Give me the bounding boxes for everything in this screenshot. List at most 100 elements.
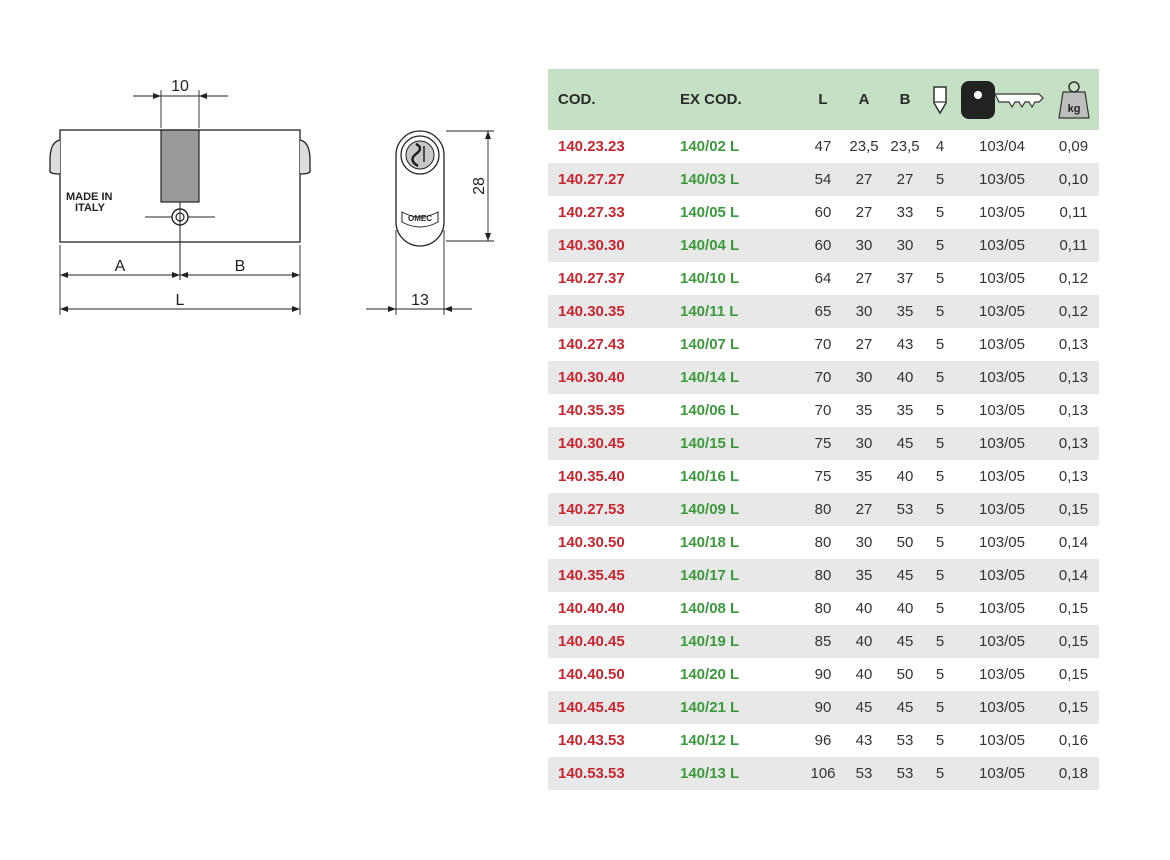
- cell-key: 103/05: [979, 567, 1025, 584]
- cell-ex-cod: 140/15 L: [680, 435, 740, 452]
- cell-cod: 140.40.40: [558, 600, 625, 617]
- cell-weight: 0,15: [1058, 600, 1089, 617]
- cell-b: 53: [896, 501, 914, 518]
- cell-key: 103/05: [979, 600, 1025, 617]
- cylinder-pin-icon: [933, 85, 947, 114]
- cell-a: 30: [855, 369, 873, 386]
- cell-weight: 0,13: [1058, 435, 1089, 452]
- cell-pins: 5: [935, 501, 945, 518]
- table-header-row: COD. EX COD. L A B: [548, 69, 1099, 130]
- cell-weight: 0,09: [1058, 138, 1089, 155]
- header-weight: kg: [1048, 69, 1099, 130]
- cell-b: 45: [896, 633, 914, 650]
- cell-weight: 0,15: [1058, 699, 1089, 716]
- cell-cod: 140.27.37: [558, 270, 625, 287]
- cell-weight: 0,15: [1058, 666, 1089, 683]
- cell-ex-cod: 140/05 L: [680, 204, 740, 221]
- cell-ex-cod: 140/12 L: [680, 732, 740, 749]
- cell-key: 103/05: [979, 237, 1025, 254]
- cell-l: 70: [814, 402, 832, 419]
- cell-key: 103/05: [979, 270, 1025, 287]
- cell-key: 103/05: [979, 765, 1025, 782]
- cell-ex-cod: 140/07 L: [680, 336, 740, 353]
- cell-cod: 140.53.53: [558, 765, 625, 782]
- cell-l: 96: [814, 732, 832, 749]
- cell-a: 27: [855, 501, 873, 518]
- cell-a: 45: [855, 699, 873, 716]
- cell-key: 103/05: [979, 501, 1025, 518]
- cell-weight: 0,11: [1059, 237, 1088, 254]
- cell-a: 27: [855, 171, 873, 188]
- technical-drawing: 10 MADE IN ITALY A B L OMEC 28: [49, 78, 494, 315]
- cell-pins: 4: [935, 138, 945, 155]
- cell-b: 37: [896, 270, 914, 287]
- cell-pins: 5: [935, 171, 945, 188]
- cell-l: 75: [814, 468, 832, 485]
- cell-key: 103/05: [979, 336, 1025, 353]
- cell-cod: 140.30.45: [558, 435, 625, 452]
- cell-key: 103/05: [979, 369, 1025, 386]
- cell-ex-cod: 140/19 L: [680, 633, 740, 650]
- dim-28-label: 28: [471, 177, 488, 195]
- dim-10-label: 10: [171, 78, 189, 95]
- cell-b: 53: [896, 732, 914, 749]
- cell-a: 30: [855, 303, 873, 320]
- cell-cod: 140.27.27: [558, 171, 625, 188]
- cell-weight: 0,13: [1058, 468, 1089, 485]
- cell-cod: 140.27.33: [558, 204, 625, 221]
- cell-weight: 0,12: [1058, 270, 1089, 287]
- cell-l: 106: [810, 765, 836, 782]
- cell-l: 90: [814, 699, 832, 716]
- cell-cod: 140.35.40: [558, 468, 625, 485]
- cell-cod: 140.35.45: [558, 567, 625, 584]
- header-ex-cod: EX COD.: [680, 91, 742, 108]
- cell-l: 54: [814, 171, 832, 188]
- header-a: A: [858, 91, 870, 108]
- header-b: B: [899, 91, 911, 108]
- cell-weight: 0,15: [1058, 633, 1089, 650]
- cell-pins: 5: [935, 534, 945, 551]
- cell-weight: 0,13: [1058, 402, 1089, 419]
- cell-l: 60: [814, 237, 832, 254]
- header-cod: COD.: [558, 91, 596, 108]
- cell-cod: 140.30.35: [558, 303, 625, 320]
- cell-pins: 5: [935, 336, 945, 353]
- cell-key: 103/05: [979, 402, 1025, 419]
- cell-weight: 0,15: [1058, 501, 1089, 518]
- weight-kg-label: kg: [1067, 103, 1080, 115]
- cell-l: 75: [814, 435, 832, 452]
- cell-key: 103/05: [979, 303, 1025, 320]
- cell-pins: 5: [935, 699, 945, 716]
- header-key: [956, 69, 1048, 130]
- cell-ex-cod: 140/04 L: [680, 237, 740, 254]
- cell-b: 40: [896, 600, 914, 617]
- dim-13-label: 13: [411, 292, 429, 309]
- cell-a: 40: [855, 600, 873, 617]
- cell-pins: 5: [935, 600, 945, 617]
- cell-pins: 5: [935, 369, 945, 386]
- cell-ex-cod: 140/10 L: [680, 270, 740, 287]
- cell-key: 103/04: [979, 138, 1025, 155]
- cell-ex-cod: 140/13 L: [680, 765, 740, 782]
- cell-a: 30: [855, 237, 873, 254]
- cell-pins: 5: [935, 270, 945, 287]
- cell-b: 40: [896, 369, 914, 386]
- cell-key: 103/05: [979, 699, 1025, 716]
- cell-l: 60: [814, 204, 832, 221]
- cell-cod: 140.27.53: [558, 501, 625, 518]
- cell-cod: 140.30.50: [558, 534, 625, 551]
- cell-key: 103/05: [979, 468, 1025, 485]
- cell-a: 53: [855, 765, 873, 782]
- cell-b: 43: [896, 336, 914, 353]
- cell-weight: 0,14: [1058, 567, 1089, 584]
- header-pins: [924, 69, 956, 130]
